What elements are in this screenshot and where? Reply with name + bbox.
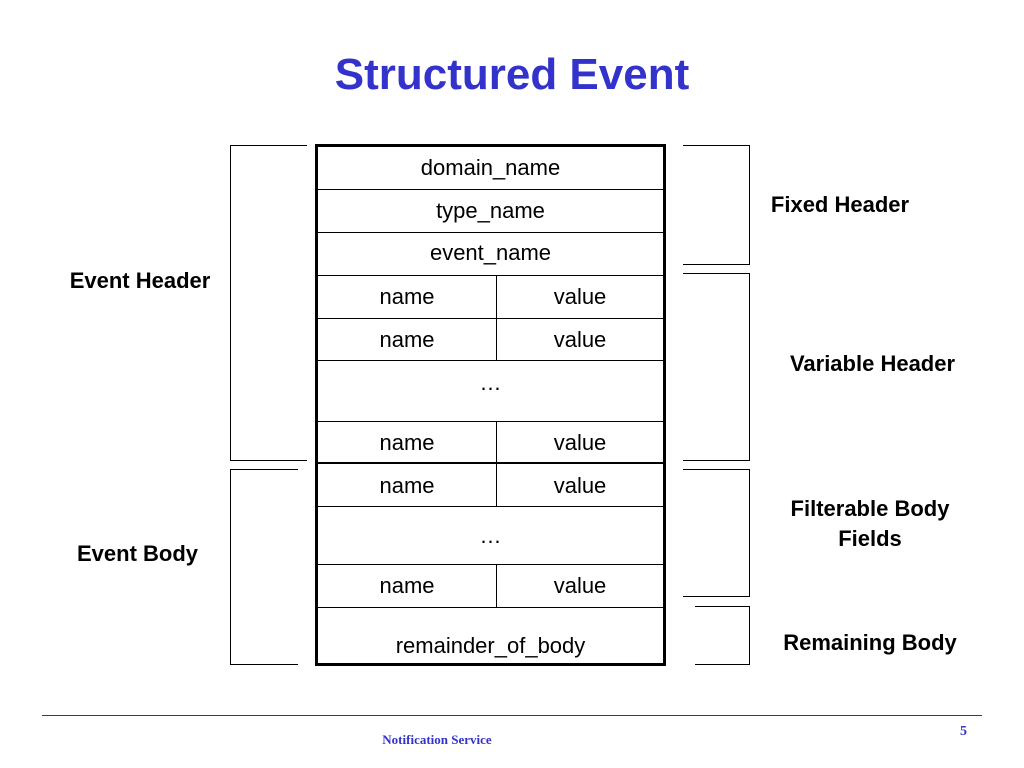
footer-divider bbox=[42, 715, 982, 716]
row-header-pair-last: name value bbox=[318, 422, 663, 464]
row-domain-name: domain_name bbox=[318, 147, 663, 190]
event-body-bracket bbox=[230, 469, 298, 665]
row-header-pair-1: name value bbox=[318, 276, 663, 319]
cell-value: value bbox=[553, 473, 607, 498]
event-body-label: Event Body bbox=[76, 541, 199, 566]
filterable-label-line-1: Filterable Body bbox=[790, 496, 950, 521]
slide-title: Structured Event bbox=[334, 50, 690, 99]
row-header-ellipsis: … bbox=[318, 361, 663, 422]
cell-domain-name: domain_name bbox=[420, 155, 561, 180]
cell-value: value bbox=[553, 430, 607, 455]
fixed-header-bracket bbox=[683, 145, 750, 265]
page-number: 5 bbox=[960, 724, 967, 739]
row-remainder: remainder_of_body bbox=[318, 608, 663, 663]
cell-name: name bbox=[318, 276, 497, 318]
cell-type-name: type_name bbox=[436, 198, 545, 223]
row-event-name: event_name bbox=[318, 233, 663, 276]
row-body-pair-last: name value bbox=[318, 565, 663, 608]
cell-value: value bbox=[553, 327, 607, 352]
remaining-body-bracket bbox=[695, 606, 750, 665]
cell-ellipsis: … bbox=[479, 370, 502, 395]
row-body-pair-1: name value bbox=[318, 464, 663, 507]
fixed-header-label: Fixed Header bbox=[770, 192, 910, 217]
row-type-name: type_name bbox=[318, 190, 663, 233]
filterable-body-fields-label: Filterable Body Fields bbox=[765, 494, 975, 554]
cell-event-name: event_name bbox=[429, 240, 552, 265]
variable-header-label: Variable Header bbox=[789, 351, 956, 376]
remaining-body-label: Remaining Body bbox=[783, 630, 957, 655]
event-header-label: Event Header bbox=[69, 268, 211, 293]
filterable-label-line-2: Fields bbox=[838, 526, 902, 551]
cell-value: value bbox=[553, 284, 607, 309]
cell-value: value bbox=[553, 573, 607, 598]
cell-name: name bbox=[318, 422, 497, 462]
cell-name: name bbox=[318, 319, 497, 360]
variable-header-bracket bbox=[683, 273, 750, 461]
structured-event-table: domain_name type_name event_name name va… bbox=[315, 144, 666, 666]
footer-title: Notification Service bbox=[382, 732, 492, 747]
cell-name: name bbox=[318, 565, 497, 607]
row-body-ellipsis: … bbox=[318, 507, 663, 565]
row-header-pair-2: name value bbox=[318, 319, 663, 361]
cell-ellipsis: … bbox=[479, 523, 502, 548]
event-header-bracket bbox=[230, 145, 307, 461]
filterable-body-bracket bbox=[683, 469, 750, 597]
cell-name: name bbox=[318, 464, 497, 506]
cell-remainder-of-body: remainder_of_body bbox=[395, 633, 586, 658]
